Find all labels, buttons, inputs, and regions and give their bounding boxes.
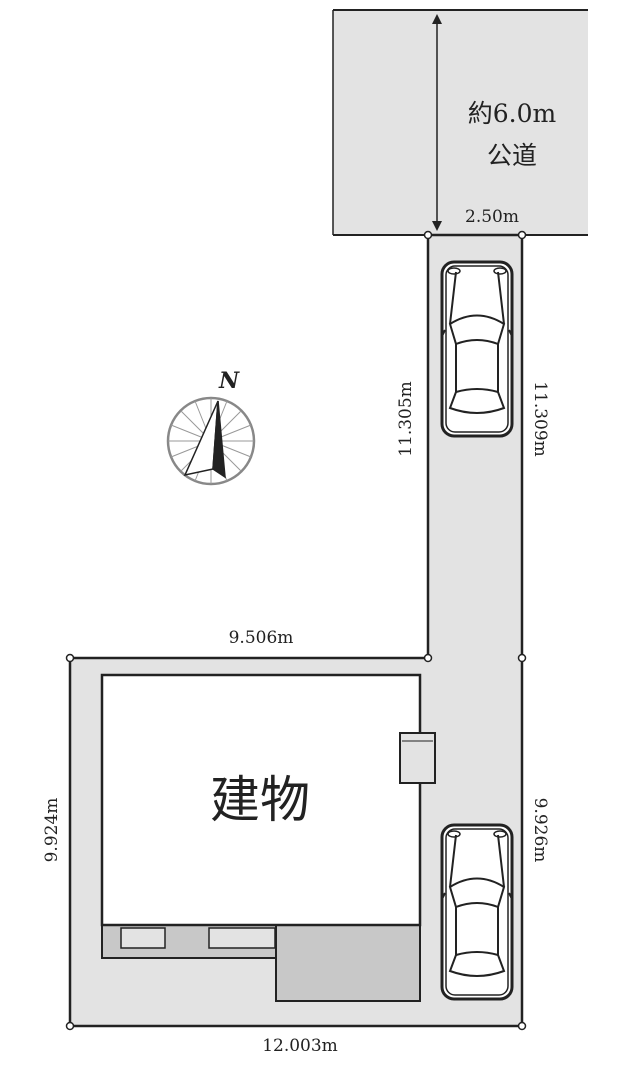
driveway-right-dimension: 11.309m	[530, 381, 550, 457]
compass-icon	[166, 396, 256, 486]
bottom-edge-dimension: 12.003m	[262, 1036, 338, 1056]
left-edge-dimension: 9.924m	[42, 798, 62, 863]
compass-north-label: N	[218, 368, 240, 394]
frontage-label: 2.50m	[465, 207, 519, 227]
right-lower-dimension: 9.926m	[530, 798, 550, 863]
boundary-markers	[65, 230, 527, 1031]
building-label: 建物	[210, 771, 310, 829]
driveway-left-dimension: 11.305m	[396, 381, 416, 457]
public-road	[332, 9, 588, 236]
building	[100, 673, 436, 1002]
road-width-label: 約6.0m	[468, 99, 557, 128]
parking-car-1	[440, 260, 514, 438]
parking-car-2	[440, 823, 514, 1001]
road-name-label: 公道	[487, 141, 537, 170]
top-edge-dimension: 9.506m	[229, 628, 294, 648]
